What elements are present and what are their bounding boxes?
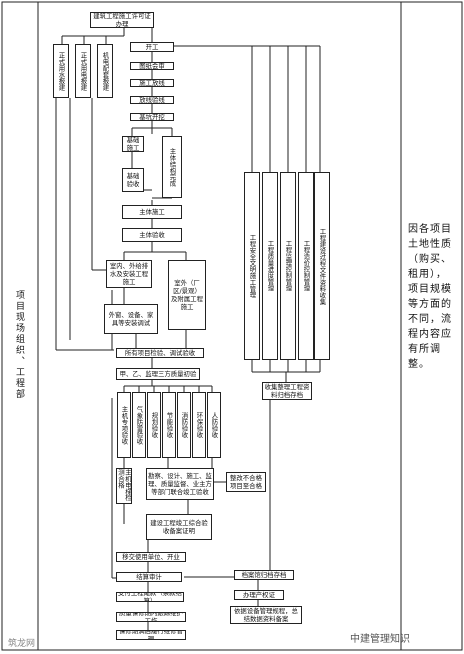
drawing-review-box: 图纸会审 (130, 62, 174, 70)
watermark-right: 中建管理知识 (350, 634, 410, 645)
left-side-label: 项目现场组织、工程部 (14, 290, 24, 400)
all-inspection-box: 所有项目检验、调试验收 (116, 348, 204, 358)
mep-install-box: 室内、外给排水及安装工程施工 (106, 260, 152, 288)
mgmt-box-3: 工程监理控制管理 (280, 172, 296, 360)
check-line-box: 放线验线 (130, 96, 174, 104)
power-report-box: 正式用电报建 (75, 44, 91, 98)
right-note: 因各项目土地性质（购买、租用），项目规模等方面的不同，流程内容应有所调整。 (408, 224, 452, 370)
mgmt-box-4: 工程造价控制管理 (298, 172, 314, 360)
archive-box: 档案馆归档存档 (234, 570, 294, 580)
excavation-box: 基坑开挖 (130, 113, 174, 121)
equipment-archive-box: 依据设备管理规程，总结数据资料备案 (230, 606, 302, 624)
permit-box: 建筑工程施工许可证办理 (90, 12, 154, 28)
special-accept-4: 节能验收 (162, 392, 176, 458)
special-accept-3: 规划验收 (147, 392, 161, 458)
special-accept-5: 消防验收 (177, 392, 191, 458)
special-accept-7: 人防验收 (207, 392, 221, 458)
handover-box: 移交使用单位、开业 (116, 552, 186, 562)
outdoor-works-box: 室外（厂区/景观）及附属工程施工 (168, 260, 206, 330)
watermark-left: 筑龙网 (8, 639, 36, 649)
joint-check-box: 甲、乙、监理三方质量初验 (116, 368, 200, 380)
water-report-box: 正式用水报建 (53, 44, 69, 98)
foundation-box: 基础施工 (122, 136, 144, 152)
special-accept-6: 环保验收 (192, 392, 206, 458)
main-accept-box: 主体验收 (122, 228, 182, 242)
warranty-box: 质量保修期内跟踪维护工作 (116, 612, 186, 622)
maintenance-box: 保修期满后履行维修管理 (116, 630, 186, 640)
joint-final-accept-box: 勘察、设计、施工、监理、质量监督、业主方等部门联合竣工验收 (146, 468, 214, 500)
mgmt-box-2: 工程质量进度管理 (262, 172, 278, 360)
layout-box: 施工放线 (130, 79, 174, 87)
mgmt-box-5: 工程建设过程文件资料收集 (314, 172, 330, 360)
final-payment-box: 支付工程尾款（余款结算） (116, 592, 184, 602)
special-accept-2: 气象防雷验收 (132, 392, 146, 458)
settlement-box: 结算审计 (116, 572, 182, 582)
main-structure-box: 主体结构完成 (162, 136, 182, 198)
start-box: 开工 (130, 42, 174, 52)
doors-equipment-box: 外窗、设备、家具等安装调试 (104, 304, 158, 334)
property-cert-box: 办理产权证 (234, 590, 284, 600)
special-accept-1: 主机专项验收 (117, 392, 131, 458)
elevator-check-box: 主机电梯检测合格 (116, 468, 132, 504)
foundation-accept-box: 基础验收 (122, 168, 144, 192)
mgmt-box-1: 工程安全文明施工管理 (244, 172, 260, 360)
rectify-box: 整改不合格项目至合格 (226, 472, 266, 492)
record-certificate-box: 建设工程竣工综合验收备案证明 (146, 514, 212, 540)
grid-report-box: 机电配套报建 (97, 44, 113, 98)
main-work-box: 主体施工 (122, 205, 182, 219)
collect-files-box: 收集整理工程资料归档存档 (262, 382, 312, 400)
